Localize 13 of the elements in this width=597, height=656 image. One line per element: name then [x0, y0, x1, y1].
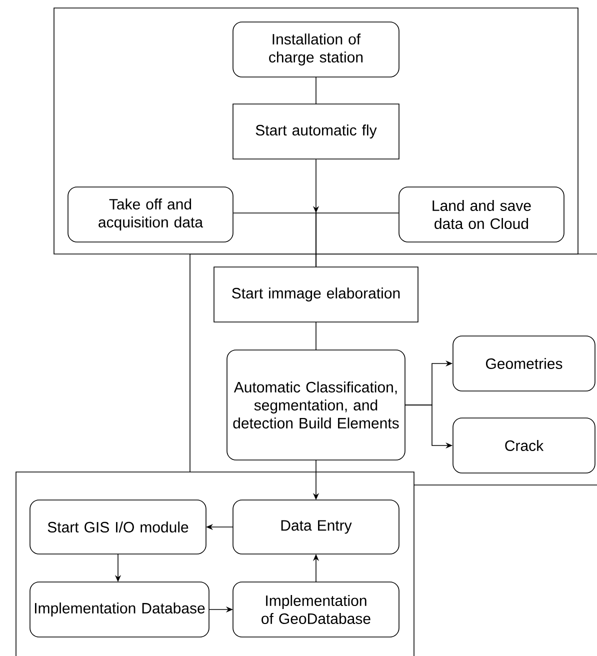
process-box: Automatic Classification, segmentation, and detection Build Elements [226, 350, 406, 460]
process-box: Data Entry [232, 500, 400, 554]
connector-line [316, 212, 399, 267]
process-box: Land and save data on Cloud [398, 186, 564, 242]
process-box: Geometries [452, 336, 596, 392]
process-box: Start immage elaboration [214, 266, 418, 322]
process-box: Start automatic fly [232, 104, 400, 160]
process-box: Take off and acquisition data [68, 186, 234, 242]
process-box: Installation of charge station [232, 22, 400, 78]
process-box: Implementation of GeoDatabase [232, 582, 400, 638]
process-box: Start GIS I/O module [30, 500, 206, 554]
process-box: Implementation Database [30, 582, 210, 638]
process-box: Crack [452, 418, 596, 474]
